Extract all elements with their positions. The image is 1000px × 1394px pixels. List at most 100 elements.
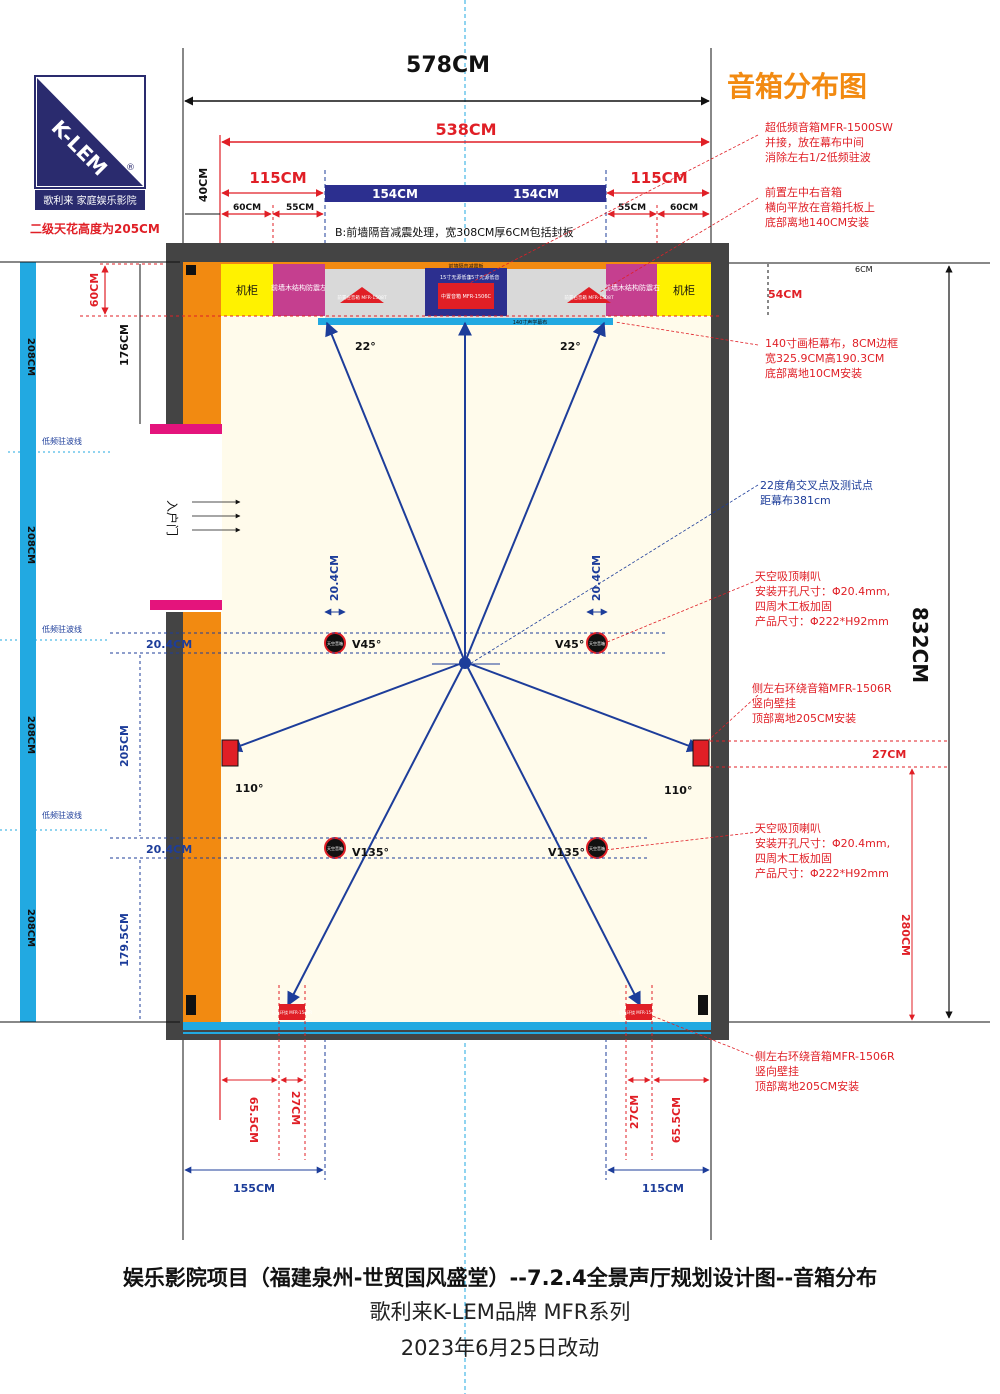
listening-arrows	[227, 321, 702, 1007]
screen-label: 140寸声学幕布	[513, 319, 548, 326]
klem-logo: K-LEM ® 歌利来 家庭娱乐影院	[34, 75, 146, 210]
room-floor	[183, 262, 711, 1022]
ceiling-speaker-2: 天空音箱	[586, 632, 608, 654]
cabinet-right-label: 机柜	[673, 283, 695, 297]
listening-point	[459, 657, 471, 669]
screen-half-right: 154CM	[513, 187, 559, 201]
dim-left-115: 115CM	[249, 169, 306, 187]
center-speaker-label: 中置音箱 MFR-1506C	[441, 293, 492, 300]
dim-rear-280: 280CM	[899, 914, 912, 956]
note-sub-3: 消除左右1/2低频驻波	[765, 150, 871, 164]
note-screen: 140寸画柜幕布，8CM边框 宽325.9CM高190.3CM 底部离地10CM…	[765, 336, 898, 380]
side-right-speaker	[692, 739, 710, 767]
standing-wave-line-2: 低频驻波线	[42, 624, 82, 634]
note-screen-2: 宽325.9CM高190.3CM	[765, 351, 884, 365]
note-cross-point: 22度角交叉点及测试点 距幕布381cm	[760, 478, 873, 507]
footer-date: 2023年6月25日改动	[400, 1336, 600, 1360]
screen-half-left: 154CM	[372, 187, 418, 201]
bar-seg-3: 208CM	[25, 716, 36, 754]
cabinet-left	[221, 264, 273, 316]
dim-205: 205CM	[118, 725, 131, 767]
note-ceil2-3: 四周木工板加固	[755, 851, 832, 865]
ceiling-icon-1: 天空音箱	[327, 640, 343, 646]
bar-seg-4: 208CM	[25, 909, 36, 947]
note-sub-1: 超低频音箱MFR-1500SW	[765, 120, 893, 134]
ceiling-speaker-3: 天空音箱	[324, 837, 346, 859]
bar-seg-2: 208CM	[25, 526, 36, 564]
front-panel-right-label: 前墙木结构防震右	[604, 283, 660, 292]
note-subwoofer: 超低频音箱MFR-1500SW 并接，放在幕布中间 消除左右1/2低频驻波	[765, 120, 893, 164]
angle-v135-left: V135°	[352, 846, 389, 859]
note-rear-1: 侧左右环绕音箱MFR-1506R	[755, 1049, 895, 1063]
ceiling-height-note: 二级天花高度为205CM	[30, 221, 160, 236]
note-ceil1-1: 天空吸顶喇叭	[755, 569, 821, 583]
note-side-surround: 侧左右环绕音箱MFR-1506R 竖向壁挂 顶部离地205CM安装	[752, 681, 892, 725]
note-side-1: 侧左右环绕音箱MFR-1506R	[752, 681, 892, 695]
dim-left-55: 55CM	[286, 203, 314, 213]
angle-v135-right: V135°	[548, 846, 585, 859]
dim-rear-155: 155CM	[233, 1182, 275, 1195]
angle-v45-left: V45°	[352, 638, 381, 651]
ceiling-icon-2: 天空音箱	[589, 640, 605, 646]
front-wall-note: B:前墙隔音减震处理，宽308CM厚6CM包括封板	[335, 225, 574, 239]
dim-rear-right-27: 27CM	[628, 1095, 641, 1129]
ceiling-icon-4: 天空音箱	[589, 845, 605, 851]
note-screen-1: 140寸画柜幕布，8CM边框	[765, 336, 898, 350]
note-ceil1-3: 四周木工板加固	[755, 599, 832, 613]
sub-right-label: 15寸无源低音	[468, 274, 499, 281]
entrance-door-opening	[150, 424, 222, 612]
note-rear-surround: 侧左右环绕音箱MFR-1506R 竖向壁挂 顶部离地205CM安装	[755, 1049, 895, 1093]
note-side-2: 竖向壁挂	[752, 696, 796, 710]
dim-rear-left-65-5: 65.5CM	[247, 1097, 260, 1143]
front-left-speaker-label: 前置左音箱 MFR-1508T	[337, 294, 386, 301]
sub-left-label: 15寸无源低音	[440, 274, 471, 281]
rear-right-speaker	[626, 1004, 652, 1020]
note-ceil1-4: 产品尺寸：Φ222*H92mm	[755, 614, 889, 628]
ceiling-icon-3: 天空音箱	[327, 845, 343, 851]
bar-seg-1: 208CM	[25, 338, 36, 376]
note-ceil2-4: 产品尺寸：Φ222*H92mm	[755, 866, 889, 880]
front-right-speaker-label: 前置右音箱 MFR-1508T	[564, 294, 613, 301]
note-cross-1: 22度角交叉点及测试点	[760, 478, 873, 492]
rear-left-speaker-label: 后置环绕 MFR-1506R	[272, 1009, 312, 1015]
front-panel-left	[273, 264, 325, 316]
ceiling-offset-right: 20.4CM	[590, 555, 603, 601]
front-panel-left-label: 前墙木结构防震左	[271, 283, 327, 292]
footer-title: 娱乐影院项目（福建泉州-世贸国风盛堂）--7.2.4全景声厅规划设计图--音箱分…	[122, 1266, 878, 1290]
note-rear-3: 顶部离地205CM安装	[755, 1079, 859, 1093]
angle-front-right: 22°	[560, 340, 581, 353]
dim-top-40: 40CM	[197, 168, 210, 202]
note-cross-2: 距幕布381cm	[760, 493, 831, 507]
dim-front-54: 54CM	[768, 288, 802, 301]
logo-registered: ®	[126, 163, 135, 173]
soundbar-top-label: 前墙隔音减震板	[448, 263, 483, 270]
page-title: 音箱分布图	[727, 70, 867, 103]
note-lcr-3: 底部离地140CM安装	[765, 215, 869, 229]
angle-v45-right: V45°	[555, 638, 584, 651]
note-side-3: 顶部离地205CM安装	[752, 711, 856, 725]
dim-rear-115: 115CM	[642, 1182, 684, 1195]
footer-brand: 歌利来K-LEM品牌 MFR系列	[369, 1300, 631, 1324]
dim-rear-left-27: 27CM	[289, 1091, 302, 1125]
note-sub-2: 并接，放在幕布中间	[765, 135, 864, 149]
cabinet-left-label: 机柜	[236, 283, 258, 297]
screen	[318, 318, 613, 325]
rear-left-speaker	[279, 1004, 305, 1020]
note-rear-2: 竖向壁挂	[755, 1064, 799, 1078]
front-right-speaker	[567, 287, 611, 303]
standing-wave-line-3: 低频驻波线	[42, 810, 82, 820]
front-panel-right	[606, 264, 657, 316]
dim-side-27: 27CM	[872, 748, 906, 761]
ceiling-offset-left: 20.4CM	[328, 555, 341, 601]
rear-right-speaker-label: 后置环绕 MFR-1506R	[619, 1009, 659, 1015]
dim-front-6: 6CM	[855, 265, 873, 274]
note-ceiling-1: 天空吸顶喇叭 安装开孔尺寸：Φ20.4mm, 四周木工板加固 产品尺寸：Φ222…	[755, 569, 890, 628]
note-ceiling-2: 天空吸顶喇叭 安装开孔尺寸：Φ20.4mm, 四周木工板加固 产品尺寸：Φ222…	[755, 821, 890, 880]
cabinet-right	[657, 264, 711, 316]
angle-side-left: 110°	[235, 782, 263, 795]
note-lcr: 前置左中右音箱 横向平放在音箱托板上 底部离地140CM安装	[765, 185, 875, 229]
note-screen-3: 底部离地10CM安装	[765, 366, 862, 380]
dim-overall-depth-label: 832CM	[908, 607, 932, 683]
dim-inner-width-label: 538CM	[435, 120, 496, 139]
